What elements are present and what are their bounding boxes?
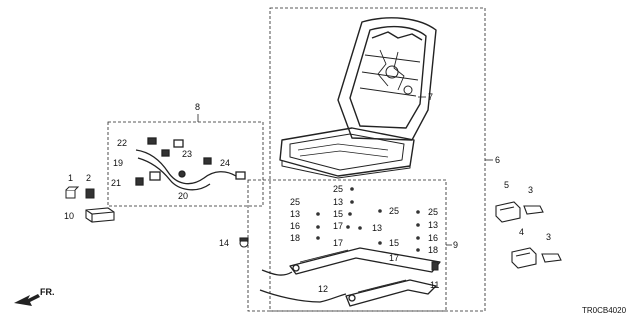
callout-17c: 17 xyxy=(389,253,399,263)
callout-8: 8 xyxy=(195,102,200,112)
part-4-cover xyxy=(511,247,537,269)
callout-3a: 3 xyxy=(528,185,533,195)
wire-harness-box xyxy=(107,121,264,207)
callout-13a: 13 xyxy=(333,197,343,207)
callout-7: 7 xyxy=(428,92,433,102)
callout-16b: 16 xyxy=(428,233,438,243)
callout-13d: 13 xyxy=(428,220,438,230)
part-1-clip xyxy=(65,186,80,199)
seat-frame-assembly-box xyxy=(269,7,486,312)
front-label: FR. xyxy=(40,287,55,297)
callout-23: 23 xyxy=(182,149,192,159)
part-10-switch xyxy=(85,207,115,223)
callout-12: 12 xyxy=(318,284,328,294)
seat-track-box xyxy=(247,179,447,312)
part-5-cover xyxy=(495,201,521,223)
callout-13c: 13 xyxy=(372,223,382,233)
seat-back-frame xyxy=(337,17,437,141)
callout-19: 19 xyxy=(113,158,123,168)
front-direction-arrow: FR. xyxy=(14,287,55,306)
callout-25c: 25 xyxy=(389,206,399,216)
callout-22: 22 xyxy=(117,138,127,148)
callout-13b: 13 xyxy=(290,209,300,219)
wire-harness xyxy=(135,137,246,191)
part-3a-cap xyxy=(523,205,544,215)
callout-11: 11 xyxy=(430,280,439,290)
callout-25d: 25 xyxy=(428,207,438,217)
part-11-bolt xyxy=(431,261,439,271)
seat-cushion-frame xyxy=(279,127,415,179)
callout-15b: 15 xyxy=(389,238,399,248)
callout-18a: 18 xyxy=(290,233,300,243)
callout-21: 21 xyxy=(111,178,121,188)
callout-17b: 17 xyxy=(333,238,343,248)
callout-6: 6 xyxy=(495,155,500,165)
callout-5: 5 xyxy=(504,180,509,190)
part-2-clip xyxy=(85,188,95,199)
callout-17a: 17 xyxy=(333,221,343,231)
callout-18b: 18 xyxy=(428,245,438,255)
callout-3b: 3 xyxy=(546,232,551,242)
callout-15a: 15 xyxy=(333,209,343,219)
callout-1: 1 xyxy=(68,173,73,183)
callout-2: 2 xyxy=(86,173,91,183)
callout-10: 10 xyxy=(64,211,74,221)
callout-25a: 25 xyxy=(333,184,343,194)
callout-16a: 16 xyxy=(290,221,300,231)
callout-25b: 25 xyxy=(290,197,300,207)
callout-9: 9 xyxy=(453,240,458,250)
callout-20: 20 xyxy=(178,191,188,201)
part-14-bolt xyxy=(239,237,249,248)
callout-4: 4 xyxy=(519,227,524,237)
callout-14: 14 xyxy=(219,238,229,248)
seat-tracks xyxy=(259,247,441,307)
track-bolts xyxy=(316,187,420,252)
callout-24: 24 xyxy=(220,158,230,168)
part-3b-cap xyxy=(541,253,562,263)
part-code: TR0CB4020 xyxy=(582,306,627,315)
